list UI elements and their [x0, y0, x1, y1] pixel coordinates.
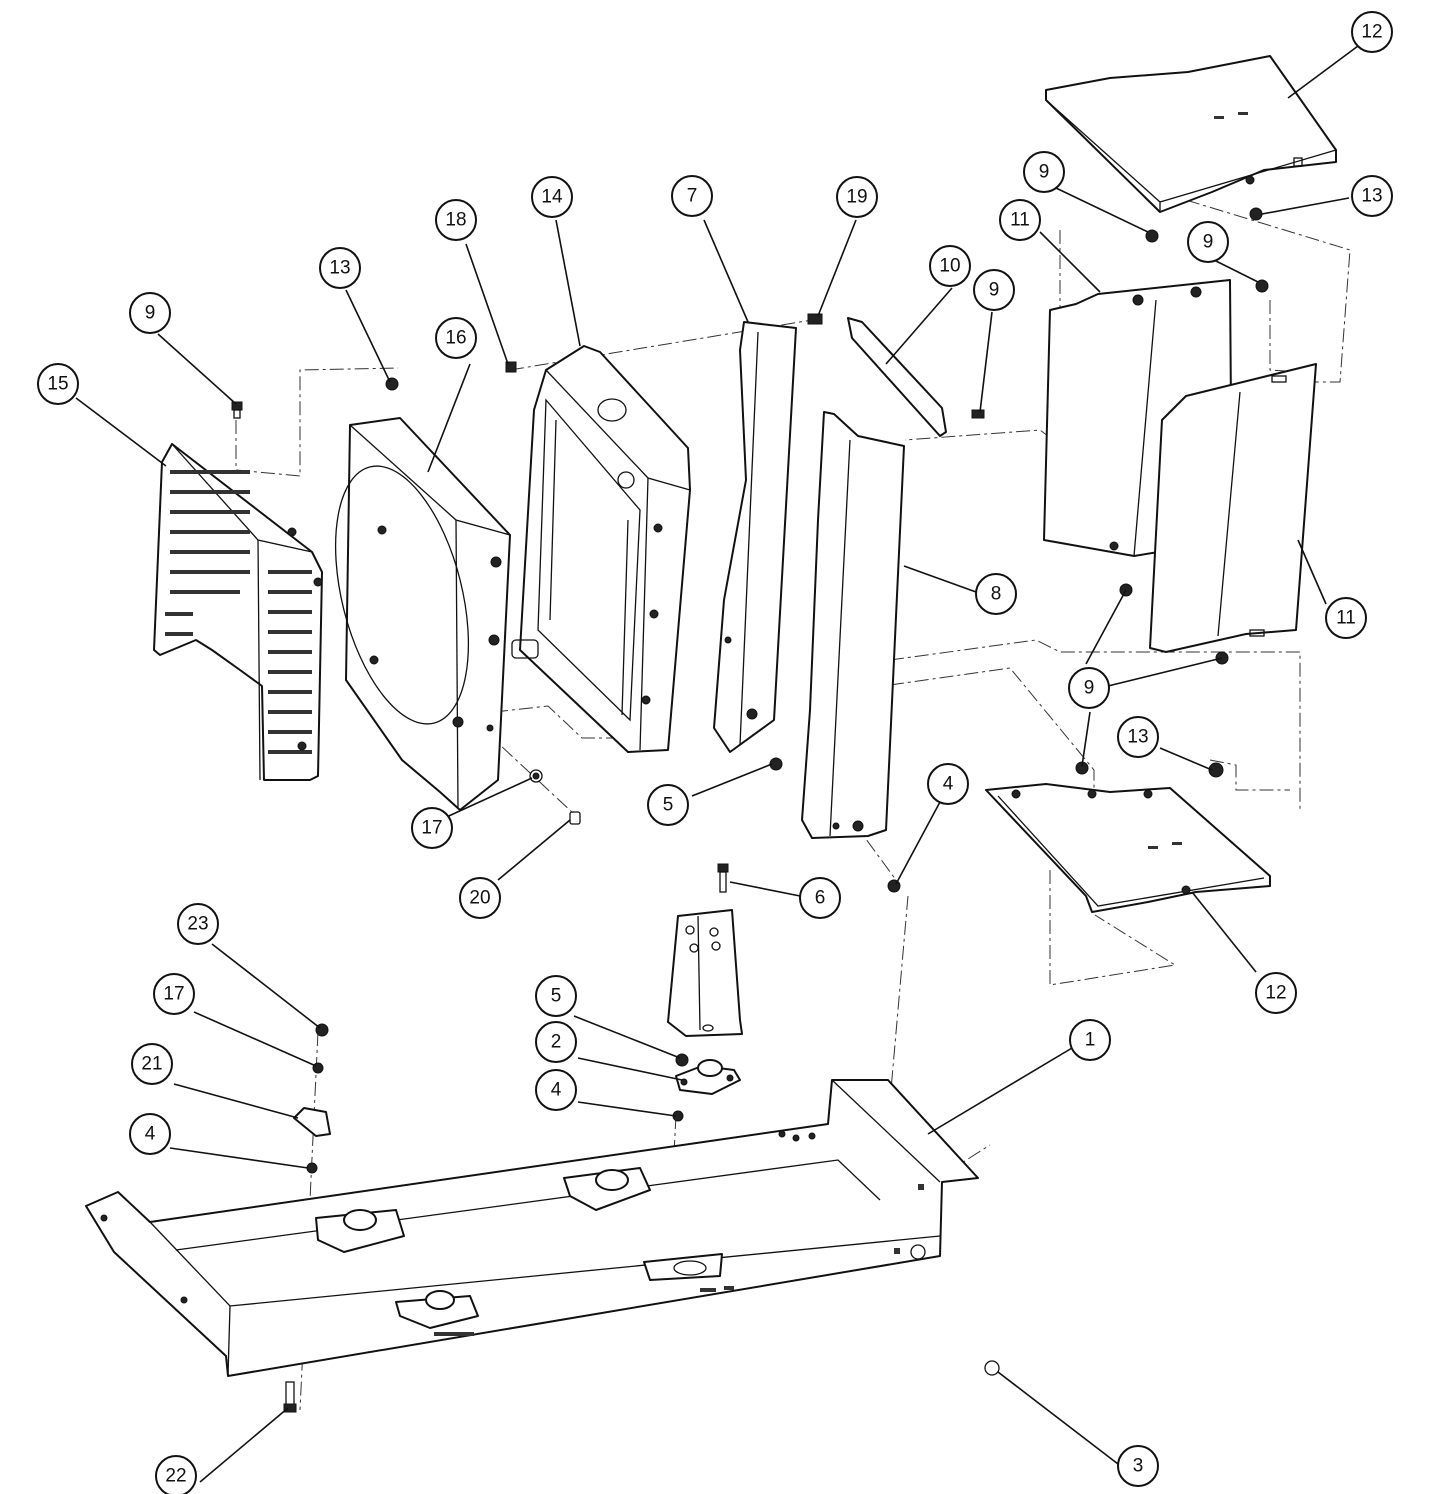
callout-12-bottom: 12	[1255, 972, 1297, 1014]
callout-label: 14	[541, 187, 563, 208]
callout-label: 9	[989, 280, 1000, 301]
callout-label: 10	[939, 256, 960, 277]
callout-label: 4	[145, 1124, 156, 1145]
callout-label: 22	[165, 1466, 186, 1487]
callout-label: 13	[329, 258, 350, 279]
callout-13-a: 13	[1351, 175, 1393, 217]
callout-label: 1	[1085, 1030, 1096, 1051]
callout-13-c: 13	[1117, 716, 1159, 758]
callout-8: 8	[975, 573, 1017, 615]
callout-label: 12	[1265, 983, 1286, 1004]
callout-3: 3	[1117, 1445, 1159, 1487]
callout-label: 8	[991, 584, 1002, 605]
part-12-top-cover	[1045, 55, 1337, 213]
callout-label: 9	[1084, 678, 1095, 699]
callout-1: 1	[1069, 1019, 1111, 1061]
callout-label: 3	[1133, 1456, 1144, 1477]
callout-11-a: 11	[999, 199, 1041, 241]
callout-label: 5	[551, 986, 562, 1007]
callout-9-left: 9	[129, 292, 171, 334]
callout-12-top: 12	[1351, 11, 1393, 53]
callout-label: 11	[1336, 608, 1356, 629]
part-21-block	[293, 1107, 331, 1137]
grille-slots	[165, 470, 312, 754]
callout-label: 17	[421, 818, 442, 839]
callout-label: 18	[445, 210, 466, 231]
callout-label: 5	[663, 795, 674, 816]
callout-2: 2	[535, 1021, 577, 1063]
hardware	[231, 207, 1269, 1413]
callout-14: 14	[531, 176, 573, 218]
callout-15: 15	[37, 363, 79, 405]
callout-6: 6	[799, 877, 841, 919]
callout-5-a: 5	[647, 784, 689, 826]
part-14-radiator	[511, 345, 691, 753]
callout-label: 7	[687, 186, 698, 207]
callout-label: 15	[47, 374, 68, 395]
callout-10: 10	[929, 245, 971, 287]
callout-20: 20	[459, 877, 501, 919]
callout-label: 2	[551, 1032, 562, 1053]
part-2-isolator	[675, 1059, 741, 1095]
part-11-baffle-lower	[1149, 363, 1317, 653]
callout-4-a: 4	[927, 763, 969, 805]
callout-label: 4	[551, 1080, 562, 1101]
callout-19: 19	[836, 176, 878, 218]
callout-4-b: 4	[129, 1113, 171, 1155]
callout-label: 6	[815, 888, 826, 909]
callout-label: 9	[1039, 162, 1050, 183]
callout-13-b: 13	[319, 247, 361, 289]
callout-label: 21	[141, 1054, 162, 1075]
callout-23: 23	[177, 903, 219, 945]
callout-label: 13	[1361, 186, 1382, 207]
part-12-bottom-tray	[985, 783, 1271, 913]
callout-9-e: 9	[1068, 667, 1110, 709]
part-16-fan-shroud	[334, 417, 511, 811]
callout-18: 18	[435, 199, 477, 241]
part-8-side-plate	[801, 411, 905, 839]
callout-label: 16	[445, 328, 466, 349]
callout-22: 22	[155, 1455, 197, 1494]
part-6-mount-bracket	[667, 909, 743, 1037]
part-10-bracket	[847, 317, 947, 437]
callout-label: 17	[163, 984, 184, 1005]
part-7-side-plate	[713, 321, 797, 753]
callout-label: 12	[1361, 22, 1382, 43]
part-15-grille	[153, 443, 323, 781]
callout-9-b: 9	[1187, 221, 1229, 263]
callout-label: 13	[1127, 727, 1148, 748]
callout-5-b: 5	[535, 975, 577, 1017]
callout-label: 20	[469, 888, 490, 909]
callout-9-c: 9	[973, 269, 1015, 311]
part-6-bolt	[717, 863, 729, 893]
callout-4-c: 4	[535, 1069, 577, 1111]
callout-label: 11	[1010, 210, 1030, 231]
callout-label: 4	[943, 774, 954, 795]
callout-label: 23	[187, 914, 208, 935]
part-1-base-frame	[85, 1079, 979, 1377]
callout-21: 21	[131, 1043, 173, 1085]
callout-17-b: 17	[153, 973, 195, 1015]
callout-11-b: 11	[1325, 597, 1367, 639]
callout-9-a: 9	[1023, 151, 1065, 193]
base-isolator-mounts	[315, 1167, 723, 1329]
callout-label: 19	[846, 187, 867, 208]
callout-7: 7	[671, 175, 713, 217]
callout-16: 16	[435, 317, 477, 359]
callout-label: 9	[1203, 232, 1214, 253]
leader-lines	[75, 45, 1359, 1483]
callout-17-a: 17	[411, 807, 453, 849]
callout-label: 9	[145, 303, 156, 324]
